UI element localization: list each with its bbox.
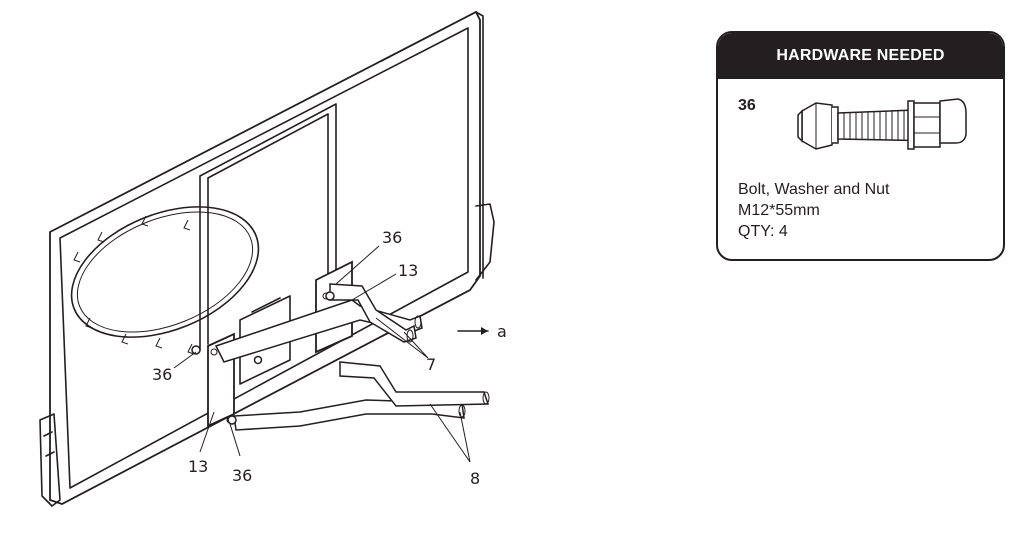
backboard: [39, 10, 495, 507]
callout-a: a: [497, 322, 507, 341]
lower-arms-8: [233, 361, 490, 431]
hardware-desc-line: QTY: 4: [738, 223, 788, 240]
callout-36-bottom: 36: [232, 466, 252, 485]
hardware-description: Bolt, Washer and Nut M12*55mm QTY: 4: [738, 179, 889, 242]
callout-36-top: 36: [382, 228, 402, 247]
callout-13-top: 13: [398, 261, 418, 280]
assembly-diagram: 36 13 7 a 36 13 36 8: [39, 10, 507, 507]
bolts-36: [191, 291, 335, 425]
hardware-desc-line: M12*55mm: [738, 202, 820, 219]
hardware-desc-line: Bolt, Washer and Nut: [738, 181, 890, 198]
callout-13-bottom: 13: [188, 457, 208, 476]
hardware-part-number: 36: [738, 97, 756, 114]
hardware-header: HARDWARE NEEDED: [718, 33, 1003, 79]
upper-arms-7: [214, 283, 423, 363]
rim: [70, 206, 260, 355]
callout-7: 7: [426, 355, 436, 374]
leader-lines: [173, 245, 489, 463]
callout-36-left: 36: [152, 365, 172, 384]
bolt-washer-nut-icon: [797, 98, 967, 150]
hardware-needed-card: HARDWARE NEEDED 36 Bolt, Washer and Nut …: [716, 31, 1005, 261]
callout-8: 8: [470, 469, 480, 488]
